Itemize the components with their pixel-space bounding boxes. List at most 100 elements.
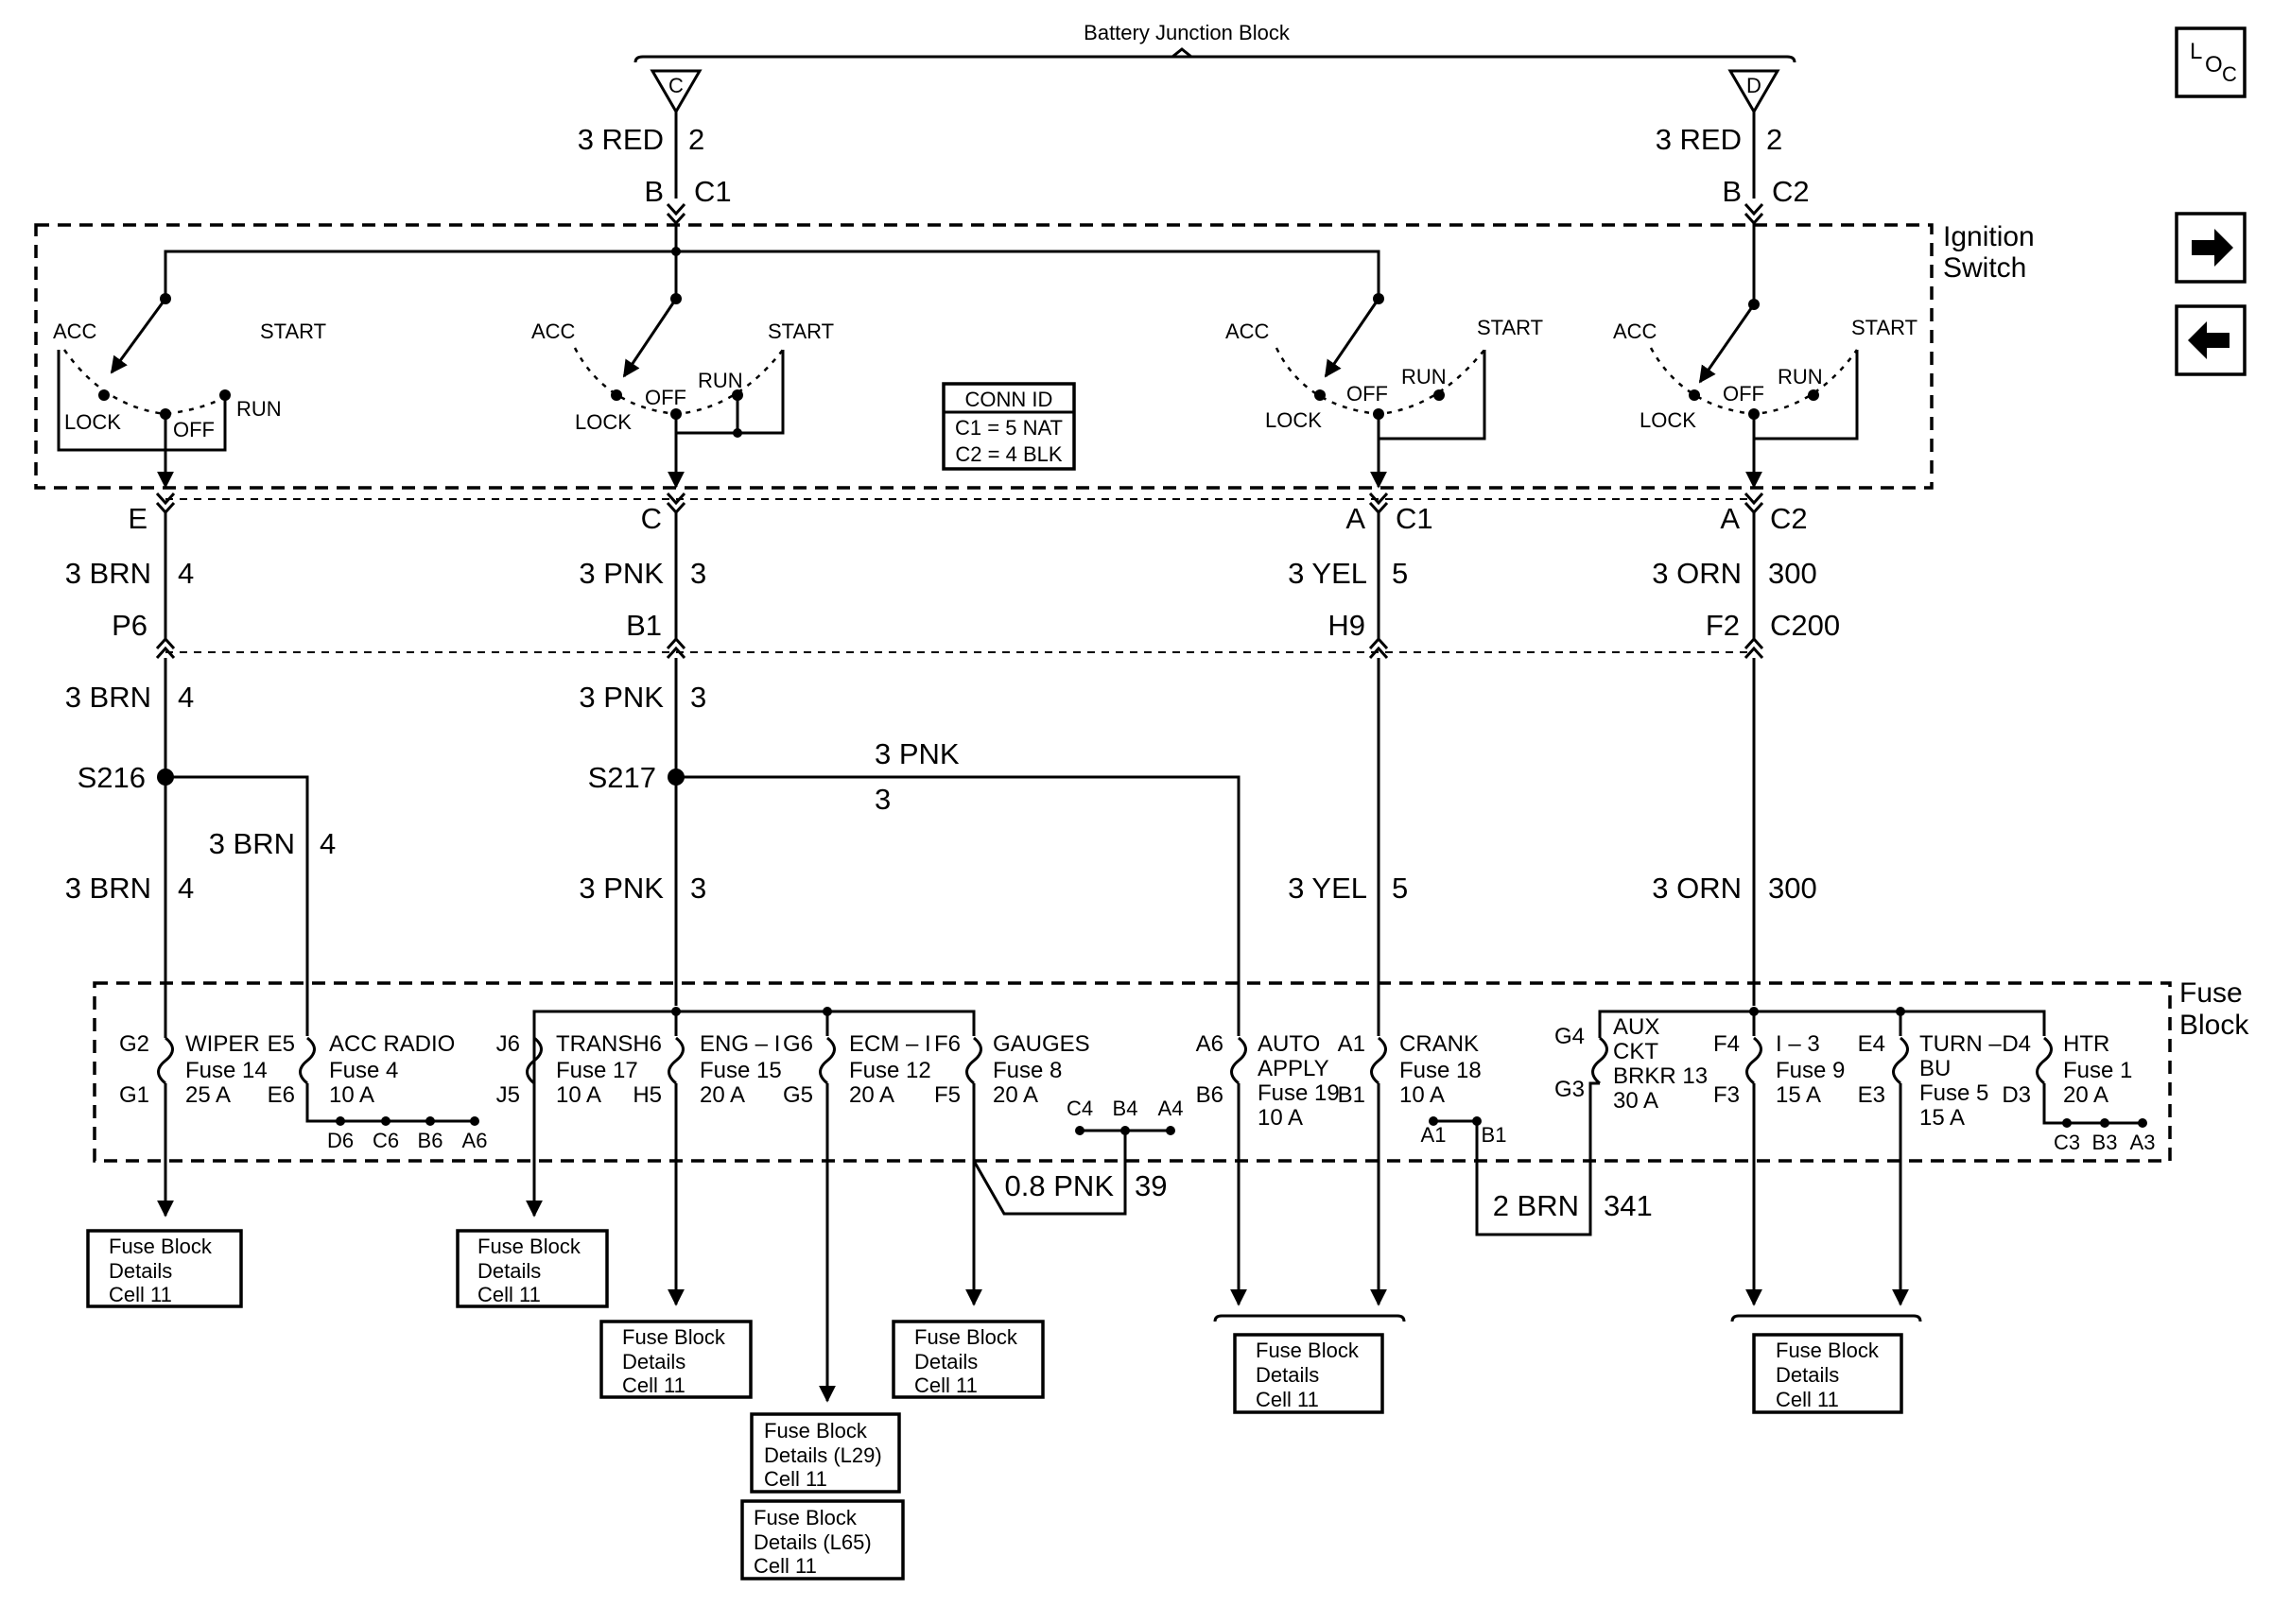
- svg-text:A6: A6: [1196, 1031, 1223, 1057]
- svg-text:20 A: 20 A: [993, 1082, 1038, 1108]
- svg-text:TRANS: TRANS: [556, 1031, 633, 1057]
- loc-letter: C: [2222, 62, 2237, 86]
- svg-text:5: 5: [1392, 557, 1408, 590]
- fuse-turn-bu: E4 E3 TURN – BU Fuse 5 15 A: [1858, 1031, 2003, 1131]
- details-box-ecm-l65[interactable]: Fuse Block Details (L65) Cell 11: [740, 1499, 905, 1581]
- gauges-bus-pins: C4 B4 A4: [1067, 1097, 1183, 1161]
- svg-text:15 A: 15 A: [1919, 1105, 1965, 1131]
- switch-section-e: ACC START RUN LOCK OFF: [53, 293, 326, 489]
- ignition-switch: Ignition Switch ACC START RUN LOCK OFF: [34, 221, 2035, 490]
- svg-text:LOCK: LOCK: [575, 410, 632, 434]
- svg-text:3 PNK: 3 PNK: [579, 872, 664, 905]
- svg-text:START: START: [1477, 316, 1543, 339]
- splice-s216: S216 3 BRN 4: [78, 761, 336, 1036]
- svg-text:F2: F2: [1706, 609, 1740, 642]
- svg-text:C3: C3: [2054, 1131, 2080, 1154]
- svg-text:4: 4: [178, 557, 194, 590]
- svg-text:ACC: ACC: [1613, 320, 1657, 343]
- wire-label: 3 PNK: [579, 557, 664, 590]
- feed-wire-label: 3 RED: [578, 123, 664, 156]
- feed-circuit-label: 2: [688, 123, 704, 156]
- svg-text:20 A: 20 A: [700, 1082, 745, 1108]
- svg-text:5: 5: [1392, 872, 1408, 905]
- svg-text:ECM – I: ECM – I: [849, 1031, 931, 1057]
- svg-text:C1 = 5 NAT: C1 = 5 NAT: [955, 416, 1063, 440]
- svg-text:A1: A1: [1421, 1123, 1447, 1147]
- jumper-2-brn: 2 BRN 341: [1475, 1081, 1653, 1236]
- svg-text:RUN: RUN: [1401, 365, 1447, 389]
- details-box-i3-turn-bu[interactable]: Fuse Block Details Cell 11: [1752, 1333, 1903, 1414]
- svg-text:Cell 11: Cell 11: [764, 1467, 827, 1491]
- svg-text:3: 3: [690, 872, 706, 905]
- svg-text:G2: G2: [119, 1031, 149, 1057]
- svg-text:39: 39: [1135, 1169, 1167, 1202]
- next-page-button[interactable]: [2175, 212, 2247, 284]
- svg-text:G3: G3: [1554, 1077, 1585, 1102]
- svg-text:S217: S217: [588, 761, 656, 794]
- svg-text:RUN: RUN: [1778, 365, 1823, 389]
- svg-text:3 YEL: 3 YEL: [1288, 872, 1367, 905]
- svg-text:C6: C6: [373, 1129, 399, 1152]
- c200-connector-row: P6 B1 H9 F2 C200: [112, 609, 1840, 660]
- terminal-c: C 3 RED 2 B C1: [578, 69, 732, 251]
- svg-text:BRKR 13: BRKR 13: [1613, 1063, 1708, 1089]
- svg-text:ACC: ACC: [53, 320, 97, 343]
- diagram-title: Battery Junction Block: [1084, 21, 1291, 44]
- svg-text:Fuse 9: Fuse 9: [1776, 1058, 1845, 1083]
- svg-text:Fuse 19: Fuse 19: [1258, 1080, 1340, 1106]
- svg-text:C1: C1: [1396, 502, 1433, 535]
- svg-text:Fuse 12: Fuse 12: [849, 1058, 931, 1083]
- svg-text:10 A: 10 A: [329, 1082, 374, 1108]
- svg-text:A: A: [1720, 502, 1740, 535]
- svg-text:BU: BU: [1919, 1056, 1951, 1081]
- svg-text:H5: H5: [633, 1082, 662, 1108]
- svg-text:LOCK: LOCK: [64, 410, 121, 434]
- svg-text:LOCK: LOCK: [1640, 408, 1696, 432]
- svg-text:Fuse Block: Fuse Block: [914, 1325, 1018, 1349]
- details-box-wiper[interactable]: Fuse Block Details Cell 11: [86, 1229, 243, 1308]
- svg-text:J5: J5: [496, 1082, 520, 1108]
- svg-text:ACC RADIO: ACC RADIO: [329, 1031, 455, 1057]
- svg-text:G1: G1: [119, 1082, 149, 1108]
- svg-text:OFF: OFF: [173, 418, 215, 441]
- switch-section-c: ACC START RUN OFF LOCK: [531, 293, 834, 489]
- svg-text:AUTO: AUTO: [1258, 1031, 1320, 1057]
- svg-text:300: 300: [1768, 872, 1817, 905]
- details-box-eng-i[interactable]: Fuse Block Details Cell 11: [599, 1320, 753, 1399]
- svg-text:D3: D3: [2002, 1082, 2031, 1108]
- svg-text:Fuse 17: Fuse 17: [556, 1058, 638, 1083]
- svg-text:2 BRN: 2 BRN: [1493, 1189, 1579, 1222]
- output-wires: [157, 1083, 1922, 1403]
- svg-text:D6: D6: [327, 1129, 354, 1152]
- loc-button[interactable]: L O C: [2175, 26, 2247, 98]
- details-box-trans[interactable]: Fuse Block Details Cell 11: [456, 1229, 609, 1308]
- svg-text:TURN –: TURN –: [1919, 1031, 2002, 1057]
- svg-text:OFF: OFF: [645, 386, 686, 409]
- svg-text:ACC: ACC: [1225, 320, 1270, 343]
- svg-text:Fuse 15: Fuse 15: [700, 1058, 782, 1083]
- details-box-auto-apply-crank[interactable]: Fuse Block Details Cell 11: [1233, 1333, 1384, 1414]
- prev-page-button[interactable]: [2175, 304, 2247, 376]
- svg-text:4: 4: [178, 681, 194, 714]
- fuse-block-label: Fuse: [2179, 977, 2243, 1009]
- svg-text:Fuse Block: Fuse Block: [1256, 1339, 1360, 1362]
- svg-text:CRANK: CRANK: [1399, 1031, 1479, 1057]
- loc-letter: O: [2205, 52, 2223, 78]
- svg-text:A6: A6: [462, 1129, 488, 1152]
- svg-text:ACC: ACC: [531, 320, 576, 343]
- svg-text:ENG – I: ENG – I: [700, 1031, 780, 1057]
- svg-text:10 A: 10 A: [1399, 1082, 1445, 1108]
- svg-text:Fuse Block: Fuse Block: [109, 1235, 213, 1258]
- fuse-htr: D4 D3 HTR Fuse 1 20 A C3 B3 A3: [2002, 1031, 2155, 1154]
- svg-text:C4: C4: [1067, 1097, 1093, 1120]
- details-box-ecm-l29[interactable]: Fuse Block Details (L29) Cell 11: [750, 1412, 901, 1494]
- details-box-gauges[interactable]: Fuse Block Details Cell 11: [892, 1320, 1045, 1399]
- svg-text:Cell 11: Cell 11: [1776, 1388, 1839, 1411]
- svg-text:341: 341: [1604, 1189, 1653, 1222]
- svg-text:Fuse Block: Fuse Block: [754, 1506, 858, 1529]
- left-arrow-icon: [2188, 321, 2230, 359]
- ignition-switch-label: Ignition: [1943, 221, 2035, 252]
- upper-connector-row: E C A C1 A C2 3 BRN 4 3 PNK 3 3 YEL 5 3 …: [65, 492, 1817, 590]
- fuse-crank: A1 B1 CRANK Fuse 18 10 A: [1338, 1031, 1482, 1108]
